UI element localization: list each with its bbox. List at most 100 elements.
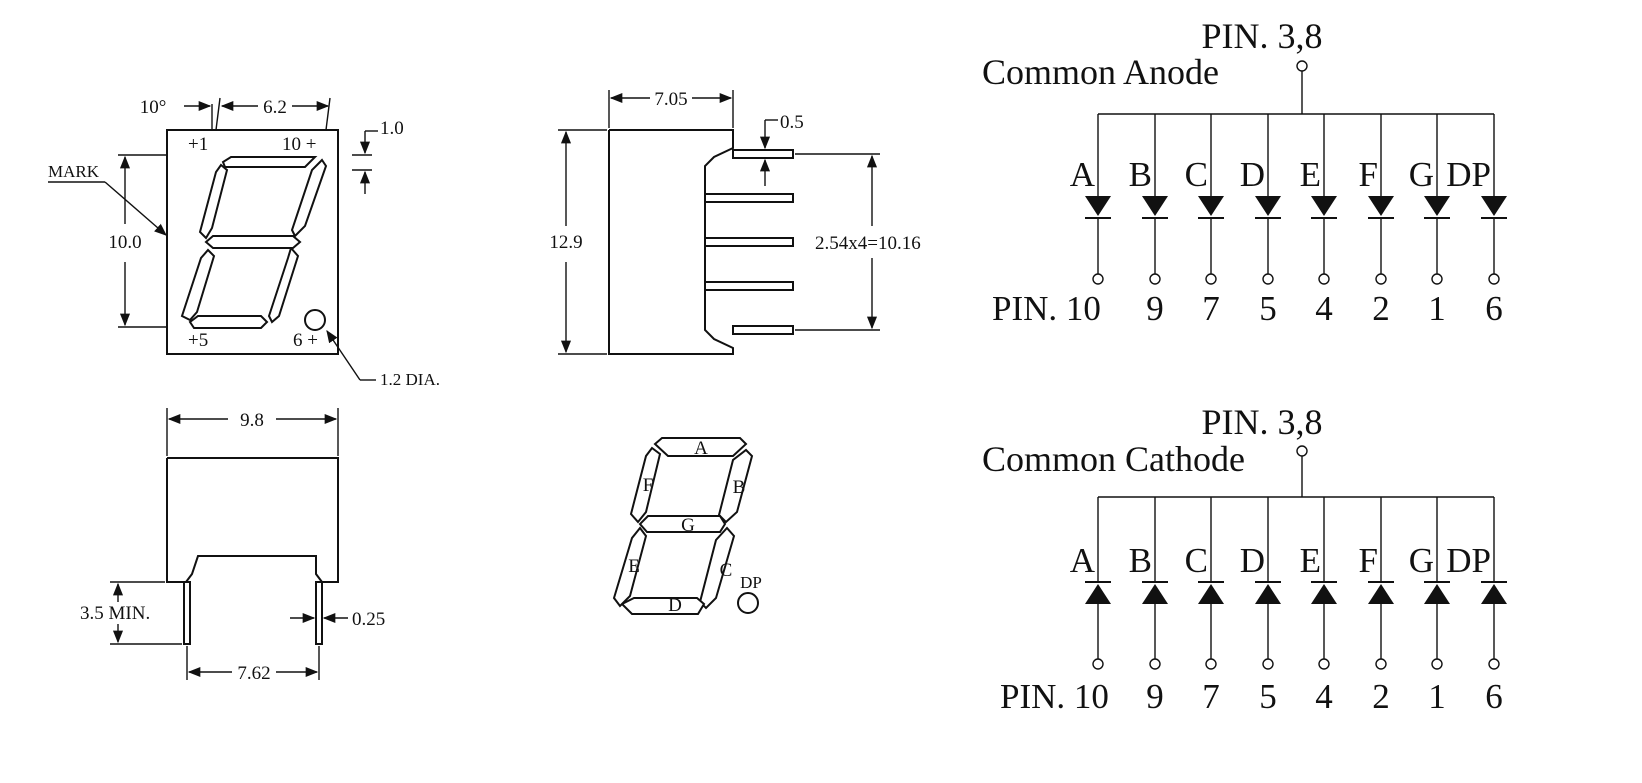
front-segment-d [188,315,269,329]
pin-terminal [1431,658,1443,670]
side-view: 7.05 0.5 12.9 2.54x4=10.16 [549,89,921,355]
common-cathode-branch-a: A [1070,497,1111,670]
legend-segment-g [638,515,727,533]
common-anode-branch-a: A [1070,114,1111,285]
side-pitch-dim: 2.54x4=10.16 [815,233,921,254]
pin-number: 1 [1428,677,1446,716]
segment-label: D [1240,155,1265,194]
front-pin6-label: 6 + [293,330,318,351]
legend-label-e: E [628,556,640,577]
diode-symbol [1198,584,1224,604]
diode-symbol [1085,584,1111,604]
pin-terminal [1375,273,1387,285]
front-pin10-label: 10 + [282,134,316,155]
segment-label: F [1359,155,1378,194]
bottom-lead-length-dim: 3.5 MIN. [80,603,150,624]
bottom-lead-right [315,581,323,645]
common-cathode-branch-g: G1 [1409,497,1450,716]
segment-legend: A B C D E F G DP [612,437,762,616]
diode-symbol [1424,584,1450,604]
legend-segment-a [653,437,748,457]
pin-terminal [1149,658,1161,670]
cathode-common-terminal [1296,445,1308,457]
common-cathode-branch-e: E4 [1300,497,1337,716]
diode-symbol [1424,196,1450,216]
cathode-pin-prefix: PIN. 10 [1000,677,1109,716]
pin-number: 5 [1259,677,1277,716]
front-view: +1 10 + +5 6 + 6.2 10° 1.0 MARK 10.0 1. [48,97,440,389]
front-pin5-label: +5 [188,330,208,351]
anode-title: Common Anode [982,52,1219,92]
common-anode-branch-e: E4 [1300,114,1337,328]
bottom-lead-width-dim: 0.25 [352,609,385,630]
pin-terminal [1488,658,1500,670]
segment-label: C [1185,155,1208,194]
pin-terminal [1262,273,1274,285]
legend-label-g: G [681,515,695,536]
legend-dp-dot [737,592,759,614]
legend-segment-b [717,448,754,524]
common-anode-branch-d: D5 [1240,114,1281,328]
front-segment-e [180,248,216,322]
pin-number: 9 [1146,289,1164,328]
pin-number: 9 [1146,677,1164,716]
pin-terminal [1318,273,1330,285]
diode-symbol [1142,196,1168,216]
side-depth-dim: 7.05 [654,89,687,110]
cathode-title: Common Cathode [982,439,1245,479]
diode-symbol [1311,196,1337,216]
pin-number: 6 [1485,289,1503,328]
segment-label: B [1129,541,1152,580]
common-anode-branch-dp: DP 6 [1446,114,1507,328]
front-angle-dim: 10° [140,97,167,118]
legend-label-f: F [643,475,654,496]
legend-label-dp: DP [740,573,762,592]
pin-terminal [1488,273,1500,285]
diode-symbol [1311,584,1337,604]
common-cathode-branch-c: C7 [1185,497,1224,716]
segment-label: A [1070,541,1096,580]
common-anode-branch-c: C7 [1185,114,1224,328]
common-cathode-branch-b: B9 [1129,497,1168,716]
segment-label: E [1300,155,1321,194]
pin-terminal [1205,273,1217,285]
anode-common-terminal [1296,60,1308,72]
front-dp-diameter-dim: 1.2 DIA. [380,370,440,389]
pin-number: 7 [1202,677,1220,716]
bottom-width-dim: 9.8 [240,410,264,431]
front-digit-outline [180,156,328,329]
segment-label: DP [1446,155,1491,194]
diode-symbol [1085,196,1111,216]
pin-number: 1 [1428,289,1446,328]
bottom-lead-left [183,581,191,645]
pin-number: 2 [1372,677,1390,716]
anode-common-pin-label: PIN. 3,8 [1201,16,1322,56]
pin-terminal [1205,658,1217,670]
common-cathode-branch-d: D5 [1240,497,1281,716]
segment-label: B [1129,155,1152,194]
pin-terminal [1375,658,1387,670]
diode-symbol [1368,196,1394,216]
common-cathode-branch-dp: DP6 [1446,497,1507,716]
segment-label: C [1185,541,1208,580]
diode-symbol [1255,584,1281,604]
legend-segment-c [698,526,736,610]
pin-terminal [1262,658,1274,670]
front-dp-dot [304,309,326,331]
diode-symbol [1481,196,1507,216]
pin-terminal [1092,658,1104,670]
diode-symbol [1142,584,1168,604]
side-body-outline [608,129,734,355]
pin-terminal [1092,273,1104,285]
segment-label: A [1070,155,1096,194]
common-anode-branch-b: B9 [1129,114,1168,328]
segment-label: G [1409,541,1434,580]
pin-terminal [1149,273,1161,285]
common-cathode-branch-f: F2 [1359,497,1394,716]
segment-label: D [1240,541,1265,580]
